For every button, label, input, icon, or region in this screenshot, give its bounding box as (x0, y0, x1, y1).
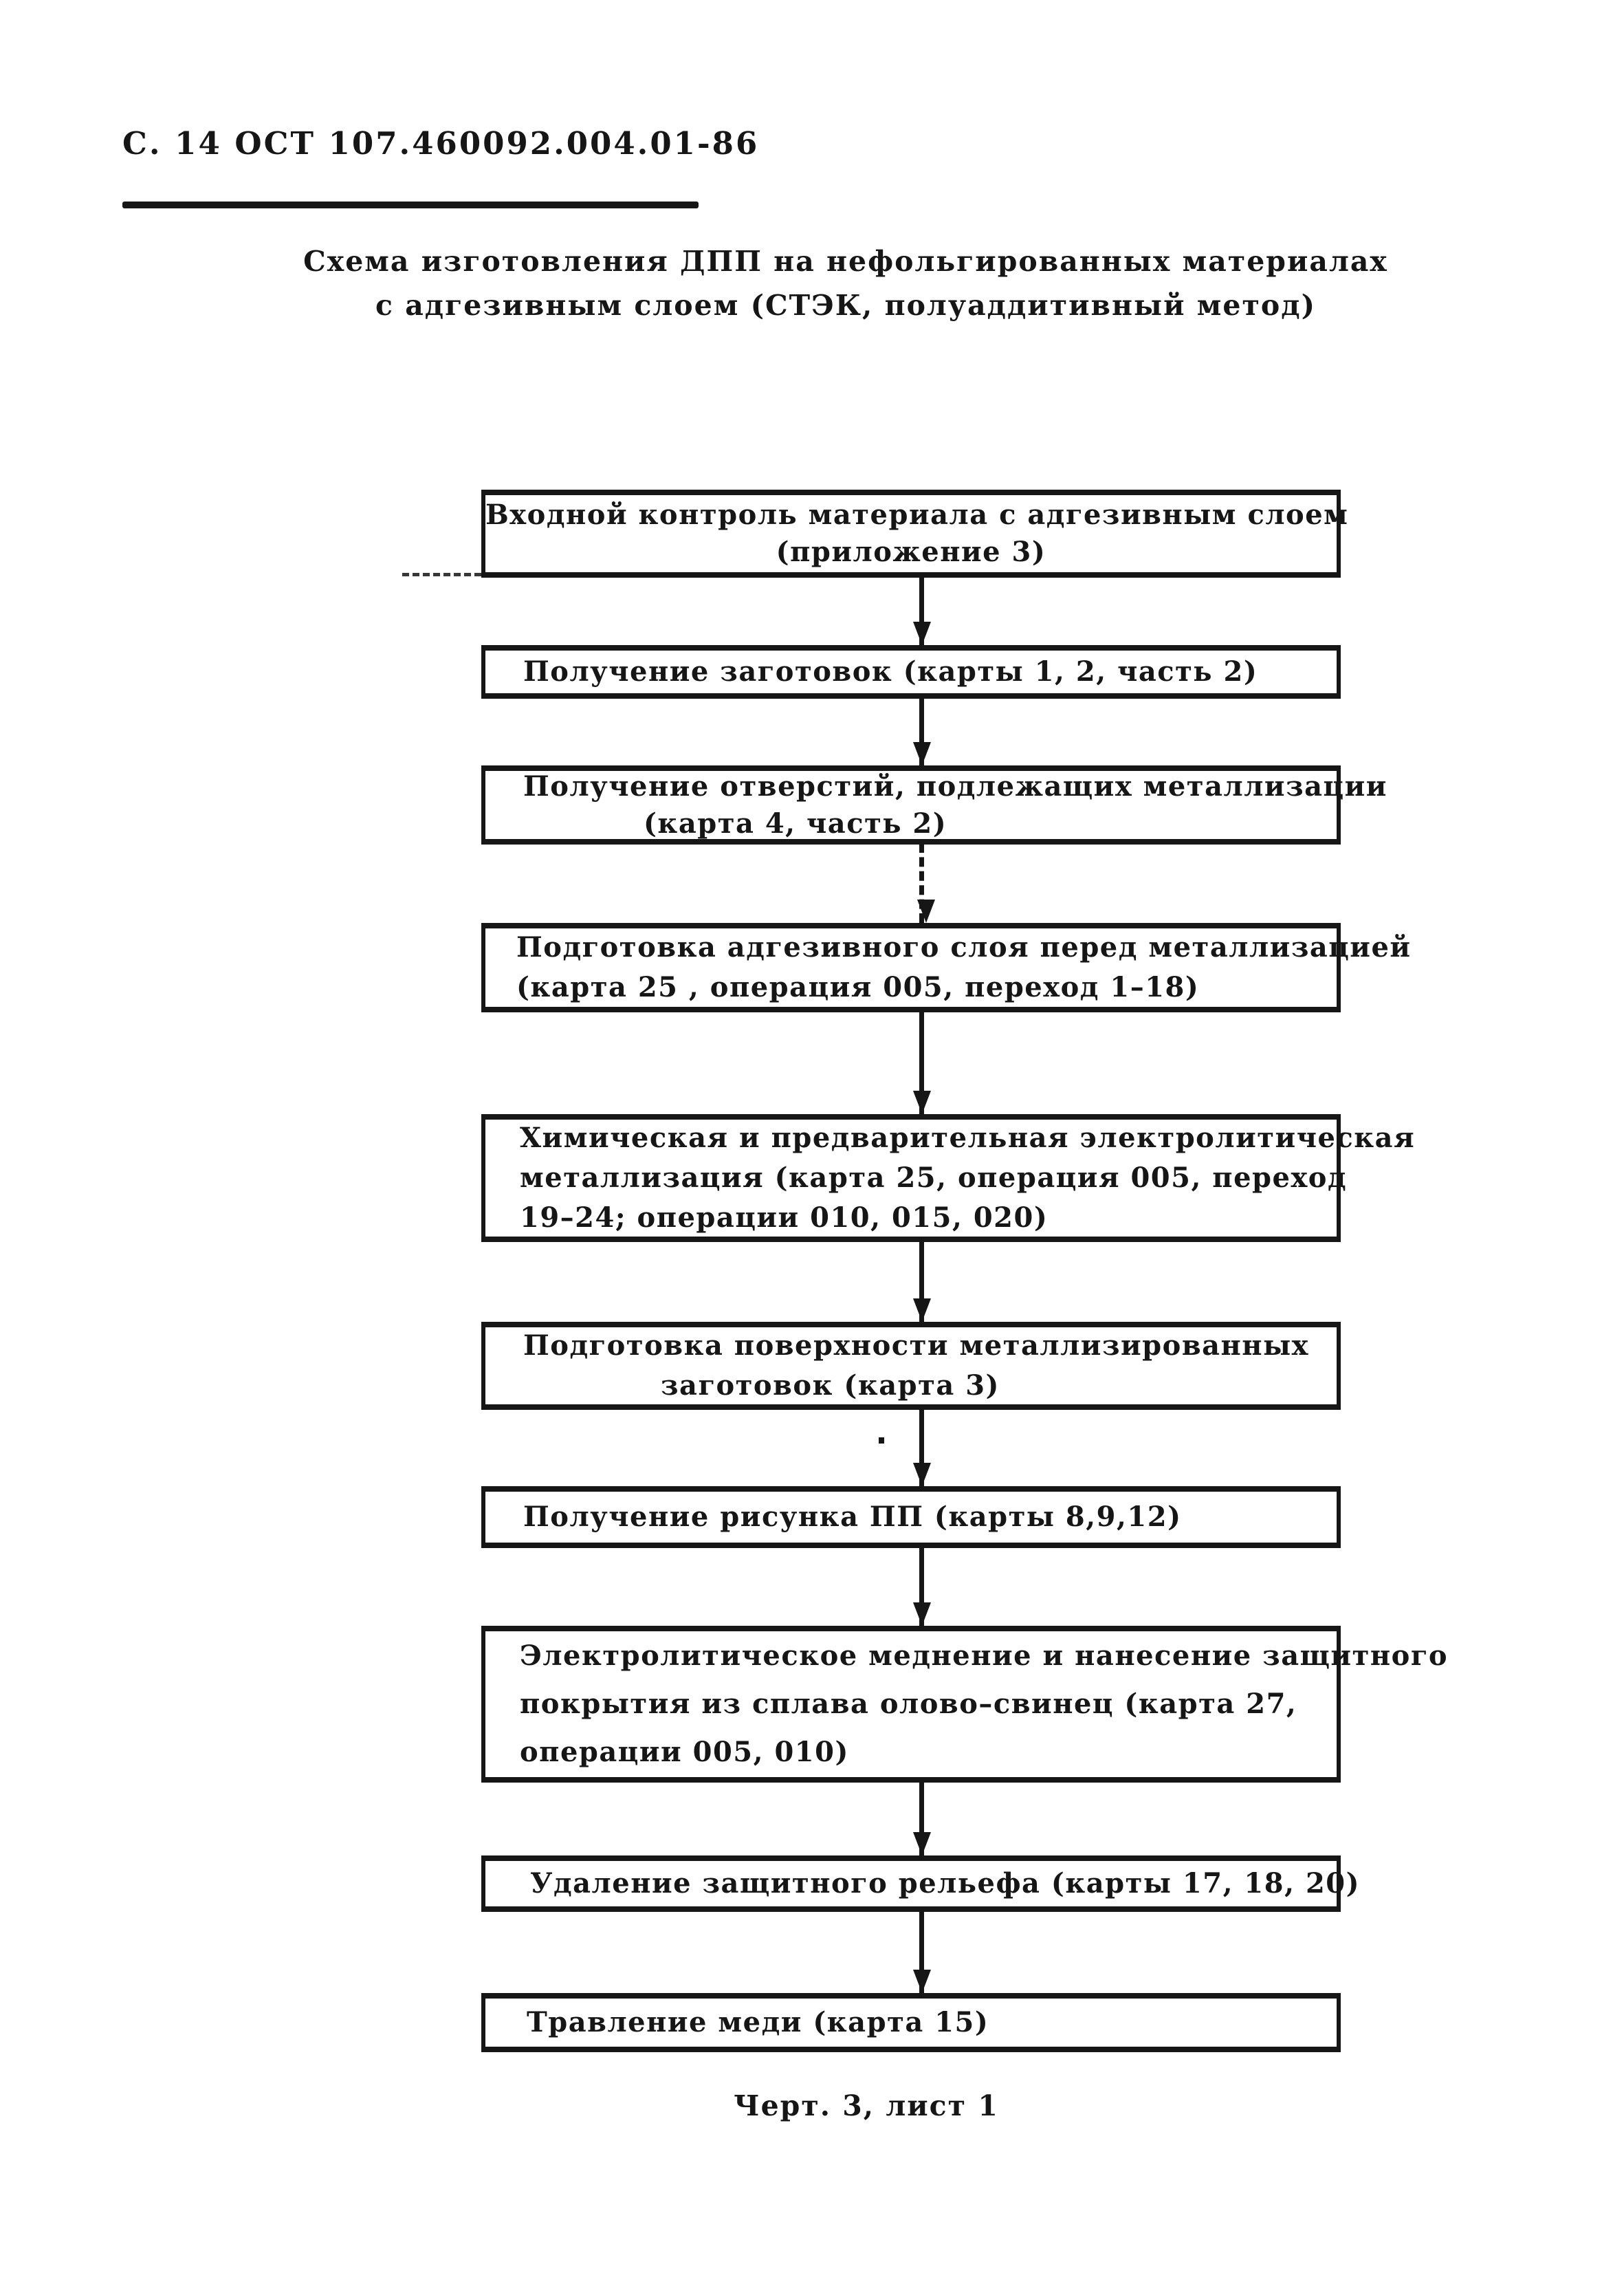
arrow-down-icon (912, 1832, 931, 1855)
flow-box-text: металлизация (карта 25, операция 005, пе… (520, 1162, 1348, 1194)
diagram-title: Схема изготовления ДПП на нефольгированн… (296, 239, 1396, 327)
flow-box-pcb-pattern: Получение рисунка ПП (карты 8,9,12) (481, 1486, 1341, 1548)
arrow-down-icon (912, 1970, 931, 1993)
flow-box-resist-removal: Удаление защитного рельефа (карты 17, 18… (481, 1855, 1361, 1912)
flow-box-text: Входной контроль материала с адгезивным … (485, 499, 1349, 531)
page-header: С. 14 ОСТ 107.460092.004.01-86 (122, 125, 760, 162)
flow-box-text: операции 005, 010) (520, 1736, 849, 1768)
scan-artifact-dot (879, 1437, 884, 1444)
flow-box-electrolytic-plating: Электролитическое меднение и нанесение з… (481, 1626, 1449, 1783)
flow-box-text: Подготовка адгезивного слоя перед металл… (516, 931, 1412, 964)
flow-box-text: заготовок (карта 3) (661, 1369, 1000, 1402)
flow-connector-9 (912, 1911, 931, 1993)
flow-connector-3 (917, 843, 935, 923)
flow-box-chemical-premetallization: Химическая и предварительная электролити… (481, 1114, 1416, 1242)
arrow-down-icon (912, 1091, 931, 1114)
flow-box-text: (приложение 3) (776, 536, 1046, 568)
flow-connector-4 (912, 1011, 931, 1114)
diagram-title-line: с адгезивным слоем (СТЭК, полуаддитивный… (375, 289, 1316, 322)
arrow-down-icon (912, 742, 931, 765)
flow-box-text: Электролитическое меднение и нанесение з… (520, 1640, 1449, 1672)
flow-box-text: покрытия из сплава олово–свинец (карта 2… (520, 1688, 1297, 1720)
flow-connector-6 (912, 1408, 931, 1486)
flow-box-text: (карта 25 , операция 005, переход 1–18) (516, 971, 1200, 1003)
scan-artifact-dashes (402, 573, 698, 576)
flow-connector-5 (912, 1241, 931, 1322)
flow-connector-8 (912, 1781, 931, 1855)
flow-box-blank-cutting: Получение заготовок (карты 1, 2, часть 2… (481, 645, 1341, 699)
flow-connector-1 (912, 576, 931, 645)
arrow-down-icon (912, 1463, 931, 1486)
arrow-down-icon (912, 1298, 931, 1322)
flow-box-hole-drilling: Получение отверстий, подлежащих металлиз… (481, 765, 1387, 845)
flow-box-adhesive-layer-prep: Подготовка адгезивного слоя перед металл… (481, 923, 1412, 1012)
flow-box-text: 19–24; операции 010, 015, 020) (520, 1201, 1049, 1234)
arrow-down-icon (912, 622, 931, 645)
flow-box-text: Травление меди (карта 15) (527, 2006, 989, 2038)
arrow-down-icon (917, 900, 935, 923)
flow-connector-2 (912, 697, 931, 765)
flow-box-copper-etching: Травление меди (карта 15) (481, 1993, 1341, 2052)
flow-box-text: Получение заготовок (карты 1, 2, часть 2… (523, 655, 1258, 688)
flow-box-text: Удаление защитного рельефа (карты 17, 18… (530, 1867, 1361, 1900)
flow-box-text: Получение рисунка ПП (карты 8,9,12) (523, 1501, 1182, 1533)
figure-caption: Черт. 3, лист 1 (734, 2089, 999, 2122)
flow-box-incoming-inspection: Входной контроль материала с адгезивным … (481, 490, 1349, 578)
header-underline (122, 202, 699, 208)
flow-box-surface-preparation: Подготовка поверхности металлизированных… (481, 1322, 1341, 1410)
diagram-title-line: Схема изготовления ДПП на нефольгированн… (303, 245, 1388, 278)
flow-connector-7 (912, 1547, 931, 1626)
flow-box-text: Химическая и предварительная электролити… (520, 1122, 1416, 1154)
flow-box-text: Получение отверстий, подлежащих металлиз… (523, 770, 1387, 803)
flow-box-text: (карта 4, часть 2) (644, 807, 947, 840)
arrow-down-icon (912, 1602, 931, 1626)
flow-box-text: Подготовка поверхности металлизированных (523, 1329, 1310, 1362)
